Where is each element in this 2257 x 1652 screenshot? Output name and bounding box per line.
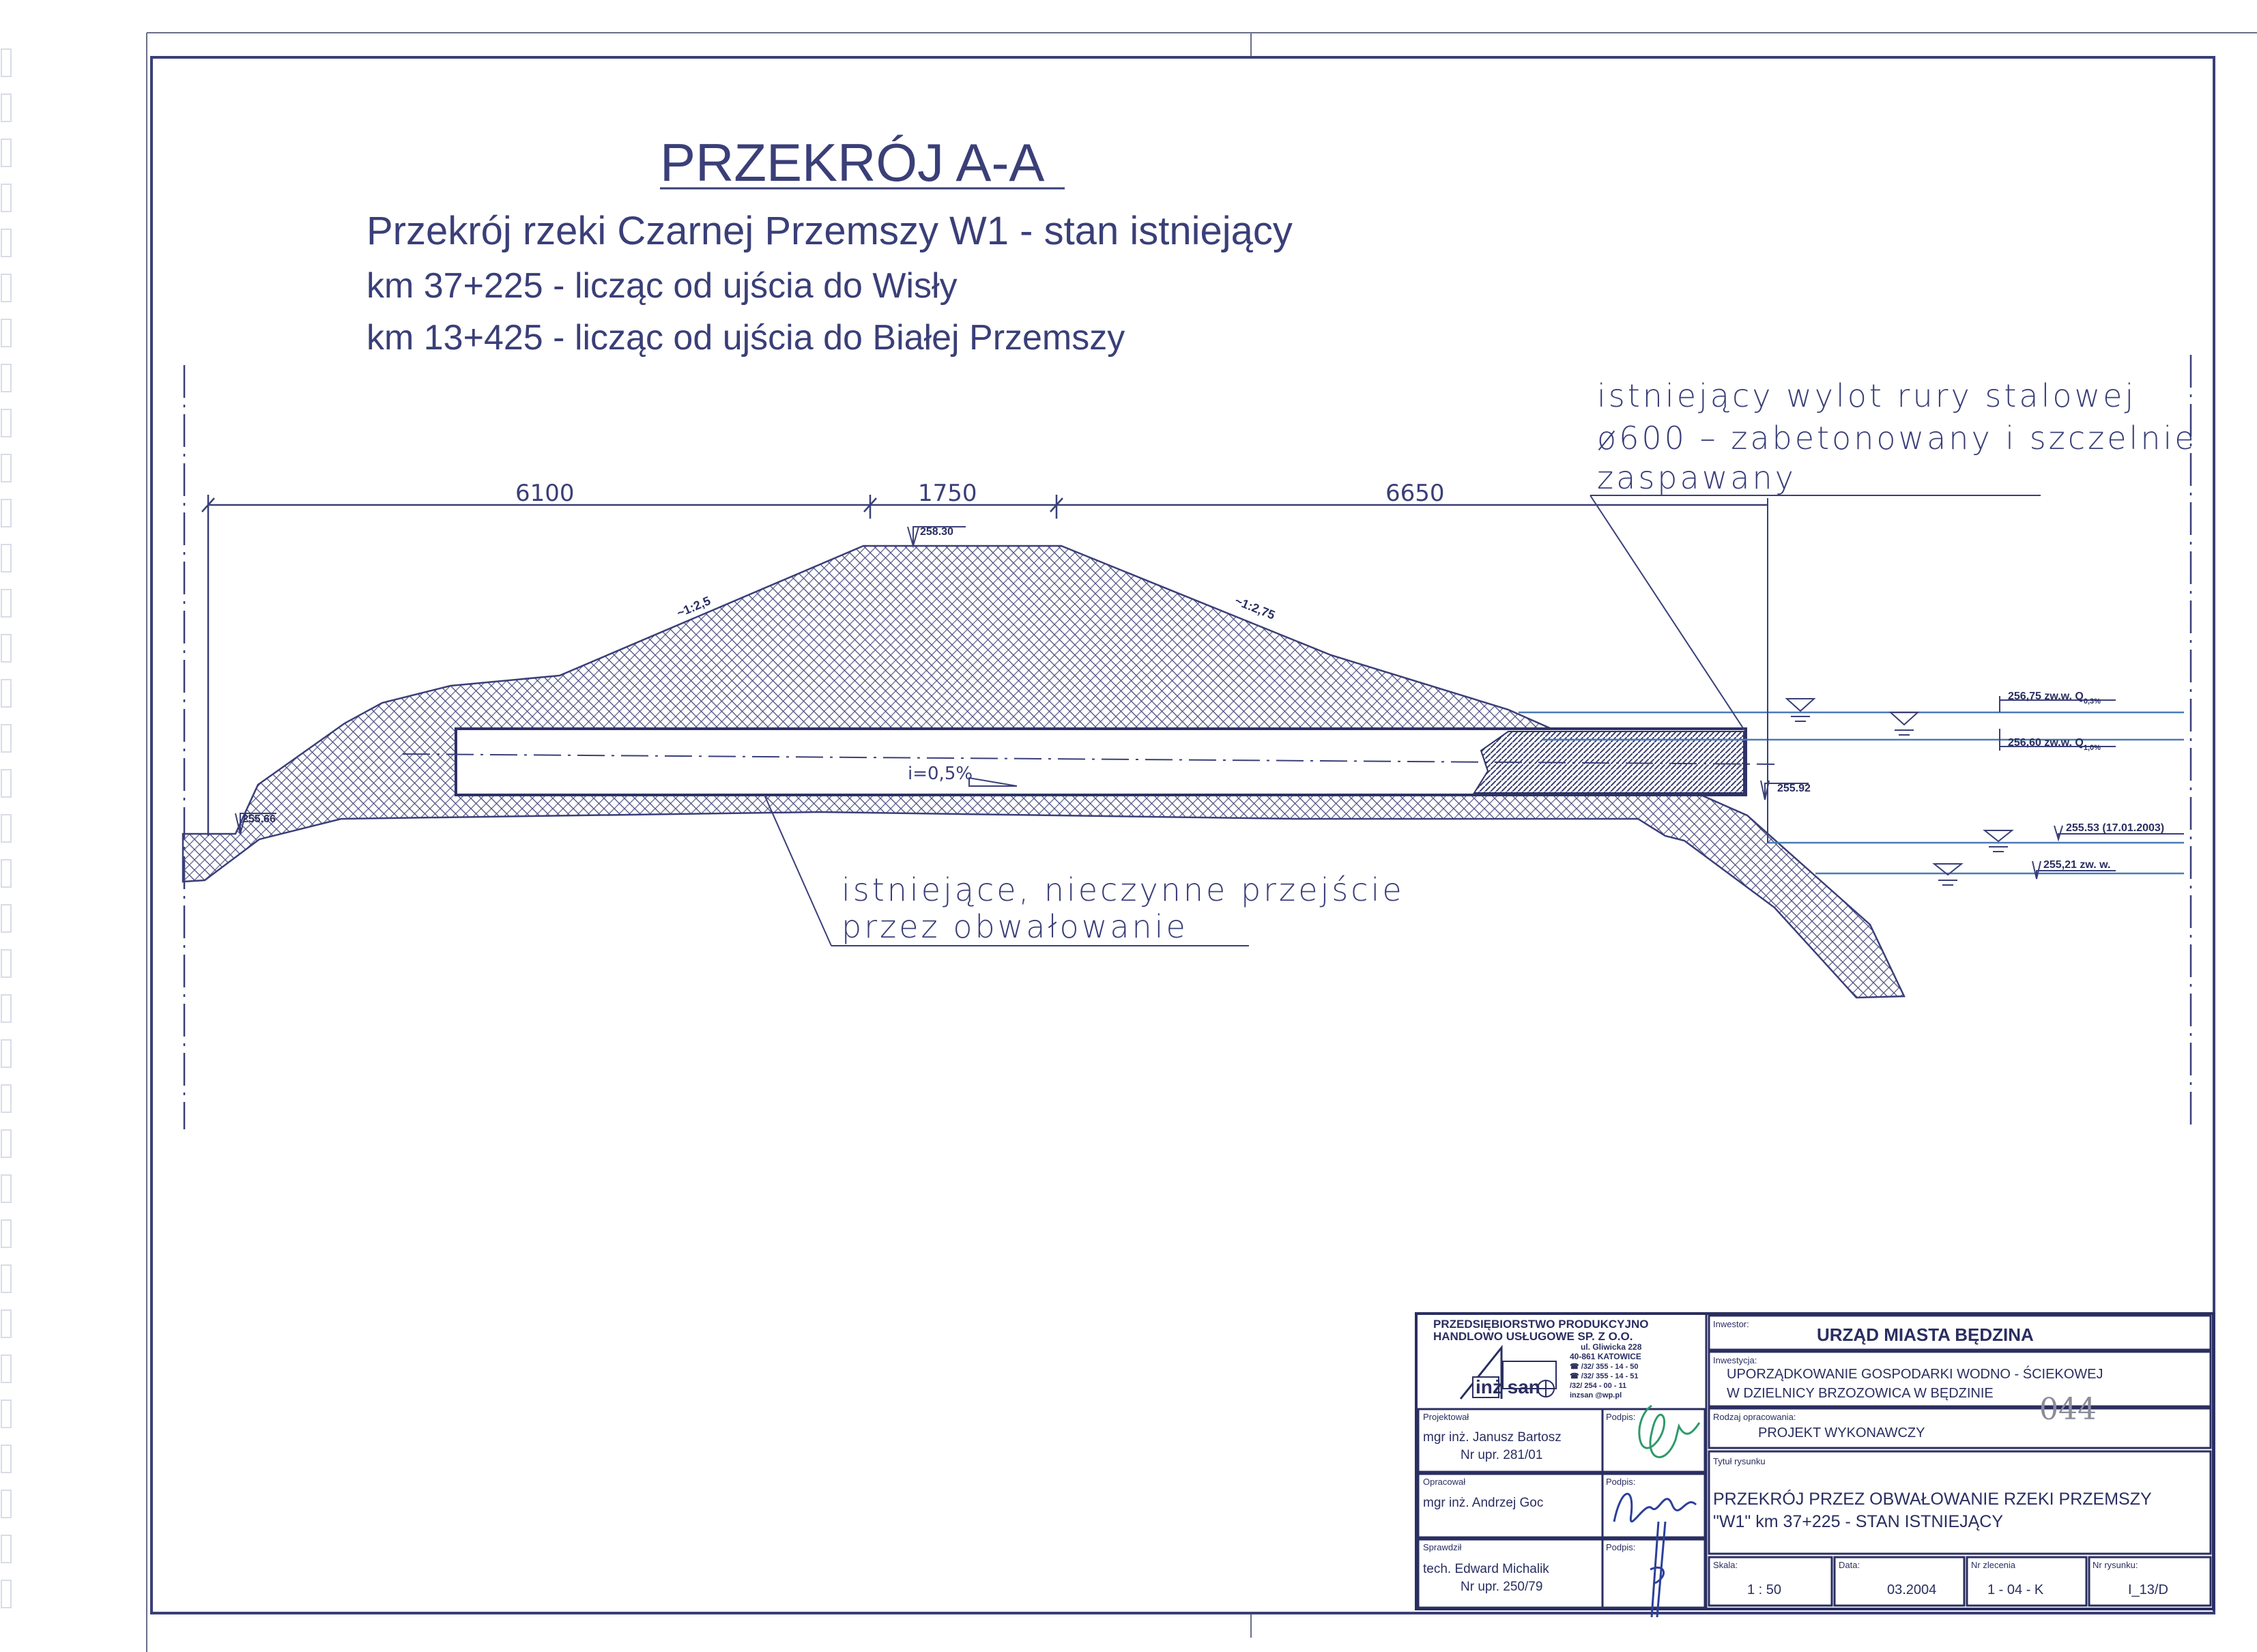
crest-marker: [907, 526, 966, 549]
km-line-biala-przemsza: km 13+425 - licząc od ujścia do Białej P…: [366, 318, 1125, 358]
dimension-ticks: [201, 495, 1063, 836]
company-name-1: PRZEDSIĘBIORSTWO PRODUKCYJNO: [1433, 1318, 1648, 1331]
company-fax: /32/ 254 - 00 - 11: [1570, 1382, 1626, 1390]
signature-preparer: [1613, 1492, 1697, 1523]
elevation-crest: 258.30: [920, 526, 953, 538]
company-phone-1: ☎ /32/ 355 - 14 - 50: [1570, 1363, 1639, 1371]
type-value: PROJEKT WYKONAWCZY: [1758, 1425, 1925, 1440]
signature-label-checked: Podpis:: [1606, 1542, 1635, 1552]
company-name-2: HANDLOWO USŁUGOWE SP. Z O.O.: [1433, 1330, 1633, 1343]
signature-label-prepared: Podpis:: [1606, 1477, 1635, 1487]
designed-label: Projektował: [1423, 1412, 1469, 1422]
scale-value: 1 : 50: [1747, 1582, 1781, 1597]
company-phone-2: ☎ /32/ 355 - 14 - 51: [1570, 1372, 1639, 1380]
checked-label: Sprawdził: [1423, 1542, 1461, 1552]
dimension-right: 6650: [1385, 480, 1445, 507]
concrete-plug: [1473, 731, 1744, 794]
drawing-title: PRZEKRÓJ A-A: [660, 132, 1044, 192]
designed-name: mgr inż. Janusz Bartosz: [1423, 1430, 1562, 1445]
pipe-gradient: i=0,5%: [908, 764, 973, 784]
dimension-left: 6100: [515, 480, 575, 507]
note-passage-line-2: przez obwałowanie: [842, 908, 1188, 945]
investor-name: URZĄD MIASTA BĘDZINA: [1817, 1324, 2034, 1345]
outlet-marker: [1760, 780, 1809, 800]
drawing-title-line-2: "W1" km 37+225 - STAN ISTNIEJĄCY: [1713, 1512, 2003, 1531]
left-toe-marker: [235, 813, 276, 835]
investment-line-1: UPORZĄDKOWANIE GOSPODARKI WODNO - ŚCIEKO…: [1727, 1365, 2103, 1382]
checked-name: tech. Edward Michalik: [1423, 1562, 1549, 1576]
note-outlet-line-3: zaspawany: [1597, 459, 1796, 496]
km-line-wisla: km 37+225 - licząc od ujścia do Wisły: [366, 266, 958, 306]
elevation-water-q03: 256,75 zw.w. Q0,3%: [2008, 691, 2101, 706]
pipe-axis: [402, 753, 1775, 765]
measured-marker: [2054, 825, 2184, 842]
stamp-number: 044: [2039, 1392, 2097, 1427]
order-label: Nr zlecenia: [1971, 1560, 2016, 1570]
elevation-water-q10: 256,60 zw.w. Q1,0%: [2008, 737, 2101, 752]
sheet-value: I_13/D: [2128, 1582, 2168, 1597]
drawing-title-line-1: PRZEKRÓJ PRZEZ OBWAŁOWANIE RZEKI PRZEMSZ…: [1713, 1489, 2152, 1509]
signature-designer: [1638, 1404, 1701, 1458]
q03-marker: [1999, 696, 2116, 712]
signature-checker: [1650, 1521, 1667, 1618]
elevation-water-measured: 255.53 (17.01.2003): [2066, 822, 2164, 834]
logo-text: inż san: [1476, 1376, 1540, 1397]
company-email: inzsan @wp.pl: [1570, 1391, 1622, 1400]
company-street: ul. Gliwicka 228: [1581, 1342, 1642, 1352]
binding-margin: [0, 41, 12, 1610]
water-symbols: [1785, 698, 2014, 886]
investment-line-2: W DZIELNICY BRZOZOWICA W BĘDZINIE: [1727, 1386, 1994, 1401]
sheet-label: Nr rysunku:: [2093, 1560, 2138, 1570]
investment-label: Inwestycja:: [1713, 1355, 1757, 1365]
scale-label: Skala:: [1713, 1560, 1738, 1570]
title-block: [1415, 1312, 2215, 1610]
elevation-left-toe: 255.66: [242, 813, 276, 825]
mean-marker: [2032, 860, 2116, 880]
q10-marker: [1999, 729, 2116, 751]
note-outlet-line-1: istniejący wylot rury stalowej: [1597, 377, 2136, 414]
note-passage-line-1: istniejące, nieczynne przejście: [842, 871, 1405, 908]
designed-license: Nr upr. 281/01: [1461, 1448, 1542, 1462]
dimension-middle: 1750: [918, 480, 977, 507]
checked-license: Nr upr. 250/79: [1461, 1580, 1542, 1594]
drawing-title-label: Tytuł rysunku: [1713, 1456, 1766, 1466]
investor-label: Inwestor:: [1713, 1319, 1749, 1329]
signature-label-designed: Podpis:: [1606, 1412, 1635, 1422]
note-outlet-line-2: ø600 – zabetonowany i szczelnie: [1597, 420, 2197, 457]
date-value: 03.2004: [1887, 1582, 1936, 1597]
type-label: Rodzaj opracowania:: [1713, 1412, 1796, 1422]
note-passage-leader: [764, 794, 832, 946]
company-logo: inż san: [1459, 1344, 1557, 1400]
prepared-name: mgr inż. Andrzej Goc: [1423, 1496, 1543, 1510]
note-outlet-leader: [1590, 495, 1745, 731]
gradient-arrow: [968, 777, 1018, 787]
elevation-water-mean: 255,21 zw. w.: [2043, 859, 2110, 871]
company-city: 40-861 KATOWICE: [1570, 1352, 1641, 1361]
drawing-frame: [150, 56, 2215, 1614]
elevation-pipe-outlet: 255.92: [1777, 783, 1811, 794]
drawing-subtitle: Przekrój rzeki Czarnej Przemszy W1 - sta…: [366, 209, 1293, 253]
order-value: 1 - 04 - K: [1987, 1582, 2044, 1597]
date-label: Data:: [1839, 1560, 1860, 1570]
prepared-label: Opracował: [1423, 1477, 1465, 1487]
